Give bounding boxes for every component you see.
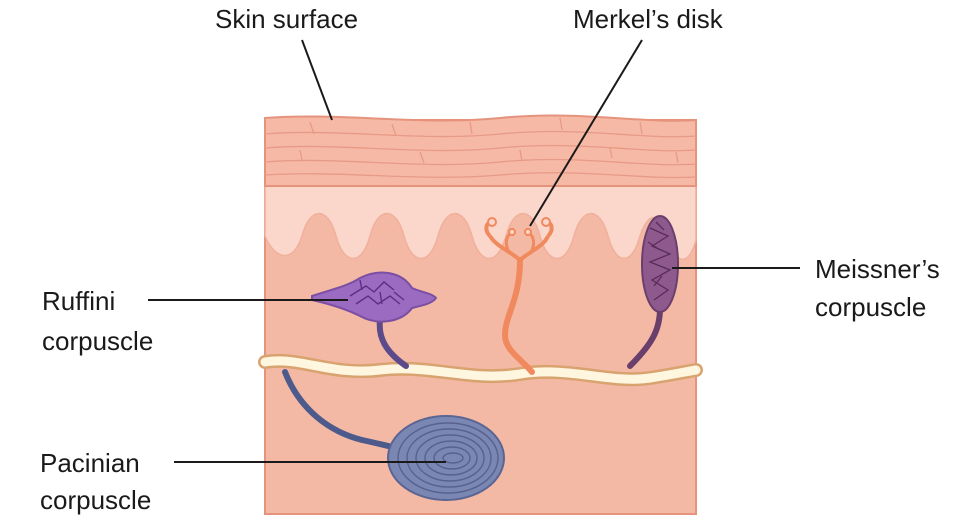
merkels-disk	[484, 217, 554, 375]
meissner-label-line1: Meissner’s	[815, 254, 940, 284]
merkels-disk-leader	[529, 39, 643, 227]
skin-surface-label: Skin surface	[215, 4, 358, 34]
epidermis	[264, 114, 697, 187]
leader-lines	[148, 39, 800, 463]
ruffini-label-line2: corpuscle	[42, 326, 153, 356]
skin-surface-leader	[301, 39, 333, 121]
pacinian-label-line2: corpuscle	[40, 485, 151, 515]
pacinian-corpuscle	[282, 369, 505, 501]
merkels-disk-label: Merkel’s disk	[573, 4, 724, 34]
papillary-layer	[264, 184, 697, 260]
meissner-label-line2: corpuscle	[815, 292, 926, 322]
meissners-corpuscle	[627, 215, 679, 369]
ruffini-corpuscle	[311, 271, 438, 369]
pacinian-label-line1: Pacinian	[40, 448, 140, 478]
epidermis-strata-lines	[264, 117, 697, 179]
ruffini-label-line1: Ruffini	[42, 286, 115, 316]
